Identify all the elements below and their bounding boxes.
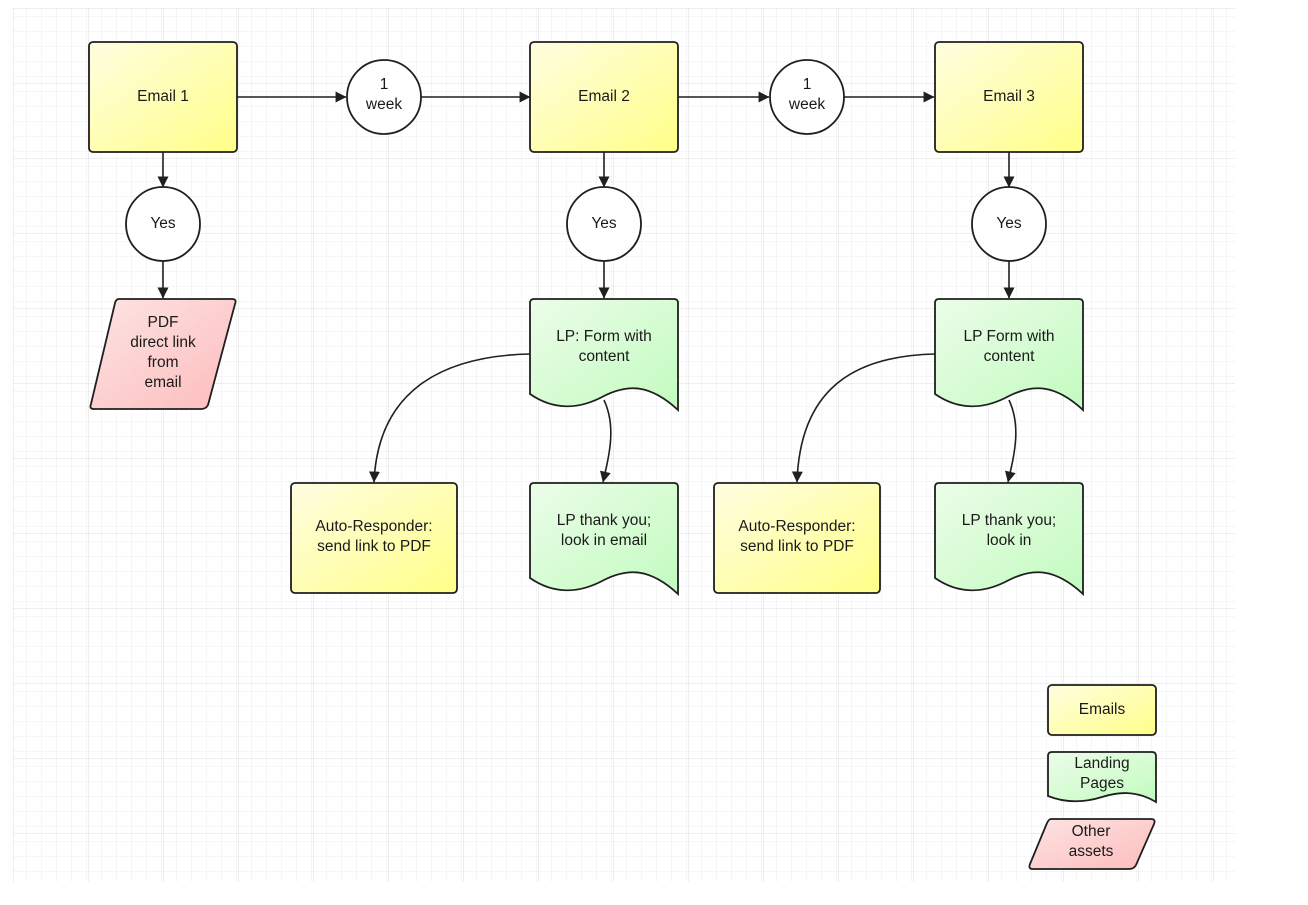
- label-line: from: [148, 354, 179, 371]
- grid-background: [13, 8, 1235, 882]
- pdf-asset-label: PDF direct link from email: [130, 314, 196, 391]
- label-line: send link to PDF: [740, 538, 854, 555]
- legend-other-swatch[interactable]: [1028, 818, 1156, 870]
- lp-3-label: LP Form with content: [963, 328, 1054, 365]
- label-line: direct link: [130, 334, 196, 351]
- legend-landing-swatch[interactable]: [1047, 751, 1157, 804]
- wait-1-circle[interactable]: [346, 59, 422, 135]
- label-line: content: [579, 348, 631, 365]
- edge-lp3-ar3[interactable]: [791, 353, 936, 483]
- label-line: Auto-Responder:: [738, 518, 855, 535]
- auto-responder-3-box[interactable]: [713, 482, 881, 594]
- wait-1-label: 1 week: [365, 76, 402, 113]
- label-line: Yes: [996, 215, 1022, 232]
- thank-you-3-shape[interactable]: [934, 482, 1084, 597]
- label-line: send link to PDF: [317, 538, 431, 555]
- wait-2-circle[interactable]: [769, 59, 845, 135]
- email-2-box[interactable]: [529, 41, 679, 153]
- label-line: 1: [803, 76, 812, 93]
- edge-lp2-ty2[interactable]: [600, 399, 612, 483]
- label-line: PDF: [148, 314, 179, 331]
- lp-2-shape[interactable]: [529, 298, 679, 413]
- yes-2-circle[interactable]: [566, 186, 642, 262]
- pdf-asset-shape[interactable]: [89, 298, 237, 410]
- label-line: Emails: [1079, 701, 1126, 718]
- label-line: Email 3: [983, 88, 1035, 105]
- label-line: email: [144, 374, 181, 391]
- label-line: LP thank you;: [557, 512, 652, 529]
- label-line: week: [788, 96, 825, 113]
- edge-lp2-ar2[interactable]: [368, 353, 531, 483]
- thank-you-3-label: LP thank you; look in: [962, 512, 1057, 549]
- auto-responder-3-label: Auto-Responder: send link to PDF: [738, 518, 855, 555]
- label-line: Yes: [150, 215, 176, 232]
- email-1-box[interactable]: [88, 41, 238, 153]
- thank-you-2-label: LP thank you; look in email: [557, 512, 652, 549]
- wait-2-label: 1 week: [788, 76, 825, 113]
- label-line: Other: [1072, 823, 1111, 840]
- label-line: Email 2: [578, 88, 630, 105]
- label-line: Pages: [1080, 775, 1124, 792]
- email-2-label: Email 2: [578, 88, 630, 105]
- label-line: week: [365, 96, 402, 113]
- yes-1-label: Yes: [150, 215, 176, 232]
- connectors: [157, 91, 1017, 483]
- email-3-box[interactable]: [934, 41, 1084, 153]
- label-line: look in: [987, 532, 1032, 549]
- label-line: Email 1: [137, 88, 189, 105]
- yes-3-label: Yes: [996, 215, 1022, 232]
- auto-responder-2-box[interactable]: [290, 482, 458, 594]
- email-1-label: Email 1: [137, 88, 189, 105]
- label-line: 1: [380, 76, 389, 93]
- label-line: Auto-Responder:: [315, 518, 432, 535]
- yes-3-circle[interactable]: [971, 186, 1047, 262]
- auto-responder-2-label: Auto-Responder: send link to PDF: [315, 518, 432, 555]
- label-line: look in email: [561, 532, 647, 549]
- thank-you-2-shape[interactable]: [529, 482, 679, 597]
- label-line: LP thank you;: [962, 512, 1057, 529]
- label-line: Landing: [1074, 755, 1129, 772]
- legend-emails-swatch[interactable]: [1047, 684, 1157, 736]
- lp-2-label: LP: Form with content: [556, 328, 652, 365]
- lp-3-shape[interactable]: [934, 298, 1084, 413]
- label-line: LP: Form with: [556, 328, 652, 345]
- label-line: LP Form with: [963, 328, 1054, 345]
- label-line: content: [984, 348, 1036, 365]
- yes-1-circle[interactable]: [125, 186, 201, 262]
- shapes: [88, 41, 1157, 870]
- legend-other-label: Other assets: [1069, 823, 1114, 860]
- label-line: Yes: [591, 215, 617, 232]
- legend-emails-label: Emails: [1079, 701, 1126, 718]
- email-3-label: Email 3: [983, 88, 1035, 105]
- edge-lp3-ty3[interactable]: [1005, 399, 1017, 483]
- label-line: assets: [1069, 843, 1114, 860]
- yes-2-label: Yes: [591, 215, 617, 232]
